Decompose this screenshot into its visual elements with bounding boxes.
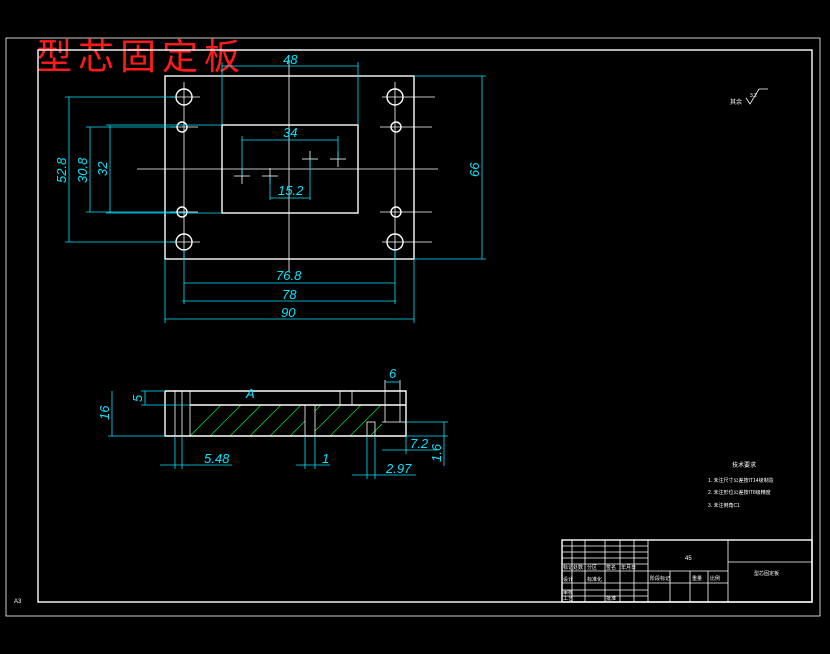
section-mark: A bbox=[245, 386, 255, 401]
dim-1-6: 1.6 bbox=[429, 443, 444, 462]
tb-label-count: 处数 bbox=[573, 564, 583, 571]
tb-label-mark: 标记 bbox=[563, 564, 573, 571]
dim-66: 66 bbox=[467, 162, 482, 177]
dim-2-97: 2.97 bbox=[385, 461, 412, 476]
dim-34: 34 bbox=[283, 125, 297, 140]
tech-note-3: 3. 未注倒角C1 bbox=[708, 502, 740, 509]
tb-label-scale: 比例 bbox=[710, 575, 720, 582]
tb-label-weight: 重量 bbox=[692, 575, 702, 582]
material-value: 45 bbox=[685, 556, 692, 562]
tech-notes-heading: 技术要求 bbox=[732, 461, 756, 469]
section-view: A 5 16 5.48 1 2.97 6 7.2 bbox=[97, 366, 448, 479]
dim-30-8: 30.8 bbox=[75, 157, 90, 183]
roughness-value: 3.2 bbox=[750, 93, 757, 99]
tb-label-sign: 签名 bbox=[606, 564, 616, 571]
part-name: 型芯固定板 bbox=[754, 570, 779, 577]
tb-label-approve: 批准 bbox=[606, 595, 616, 602]
tb-label-standard: 标准化 bbox=[587, 576, 602, 583]
drawing-title: 型芯固定板 bbox=[36, 37, 247, 78]
outer-frame bbox=[5, 37, 821, 617]
tb-label-process: 工艺 bbox=[563, 596, 573, 602]
dim-78: 78 bbox=[282, 287, 297, 302]
inner-frame bbox=[37, 49, 813, 603]
dim-48: 48 bbox=[283, 52, 298, 67]
title-block: 45 型芯固定板 标记 处数 分区 签名 年月日 设计 标准化 审核 工艺 批准… bbox=[561, 539, 813, 603]
tb-label-review: 审核 bbox=[563, 589, 573, 596]
dim-7-2: 7.2 bbox=[410, 436, 429, 451]
technical-notes: 技术要求 1. 未注尺寸公差按IT14级制造 2. 未注形位公差按IT8级精度 … bbox=[708, 461, 774, 509]
tb-label-zone: 分区 bbox=[587, 564, 597, 571]
tb-label-design: 设计 bbox=[563, 576, 573, 583]
dim-5: 5 bbox=[130, 394, 145, 402]
roughness-symbol: 其余 3.2 bbox=[730, 88, 768, 106]
dim-16: 16 bbox=[97, 405, 112, 420]
tb-label-stage: 阶段标记 bbox=[650, 575, 670, 582]
section-outline bbox=[164, 390, 407, 437]
dim-6: 6 bbox=[389, 366, 397, 381]
dim-15-2: 15.2 bbox=[278, 183, 304, 198]
sheet-size-label: A3 bbox=[14, 599, 22, 605]
dim-1: 1 bbox=[322, 451, 329, 466]
tech-note-1: 1. 未注尺寸公差按IT14级制造 bbox=[708, 477, 774, 484]
tb-label-date: 年月日 bbox=[621, 564, 636, 571]
top-view: 48 34 15.2 76.8 78 90 66 bbox=[54, 52, 486, 323]
dim-90: 90 bbox=[281, 305, 296, 320]
dim-5-48: 5.48 bbox=[204, 451, 230, 466]
roughness-label: 其余 bbox=[730, 98, 742, 106]
dim-52-8: 52.8 bbox=[54, 157, 69, 183]
tech-note-2: 2. 未注形位公差按IT8级精度 bbox=[708, 489, 771, 496]
dim-32: 32 bbox=[95, 161, 110, 176]
plate-outline bbox=[164, 75, 415, 260]
dim-76-8: 76.8 bbox=[276, 268, 302, 283]
